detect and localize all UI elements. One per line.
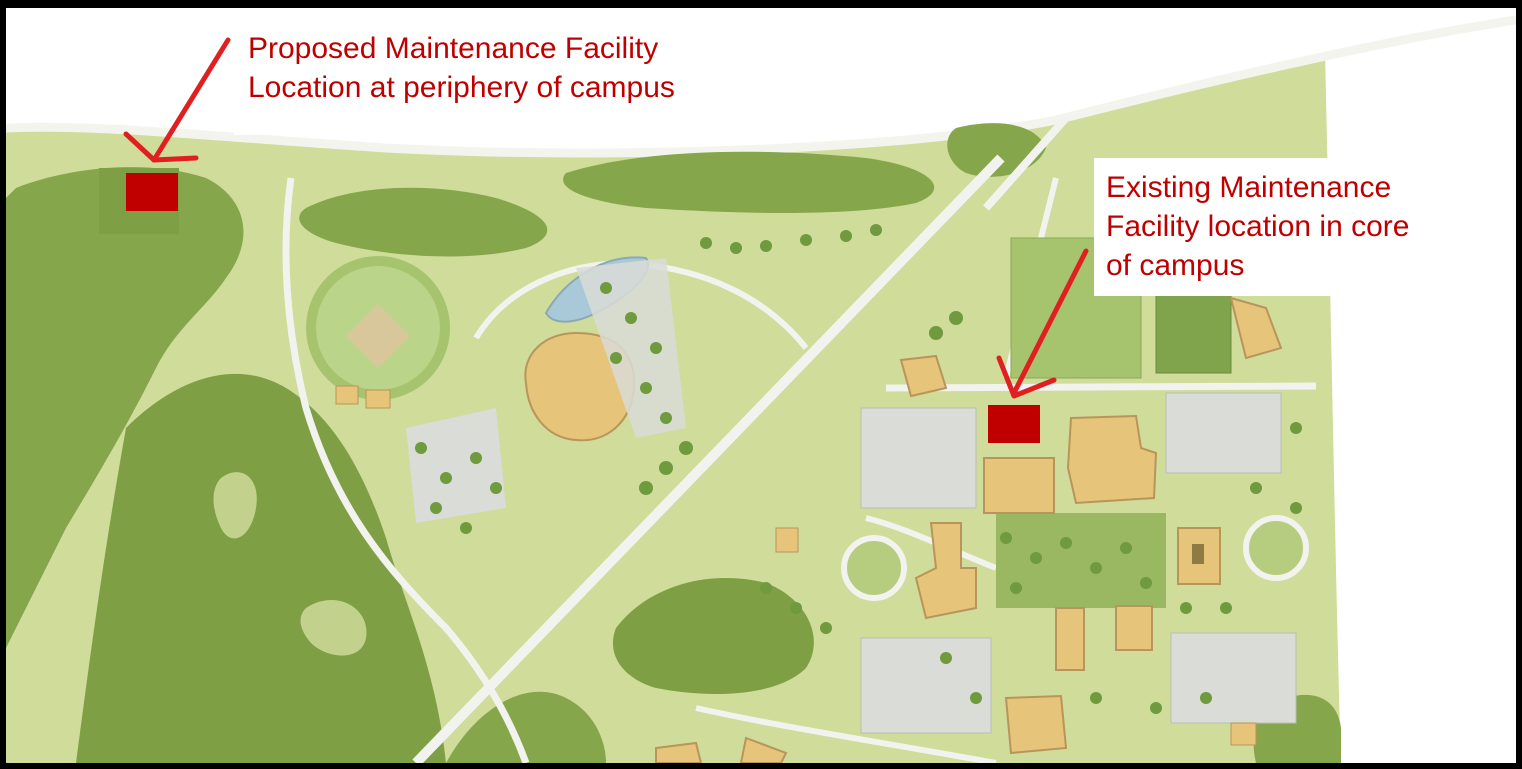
callout-proposed-facility: Proposed Maintenance Facility Location a… xyxy=(234,23,884,135)
callout-existing-line-3: of campus xyxy=(1106,249,1245,282)
roundabout-east xyxy=(1243,515,1309,581)
central-quad xyxy=(996,513,1166,608)
parking-east-2 xyxy=(1165,392,1282,474)
existing-arrow-head xyxy=(996,355,1057,399)
callout-proposed-line-2: Location at periphery of campus xyxy=(248,71,675,104)
building-south-1 xyxy=(655,741,703,763)
building-south-2 xyxy=(739,736,788,763)
proposed-arrow-head xyxy=(123,131,199,163)
woods-south xyxy=(446,691,606,763)
roundabout-west xyxy=(841,535,907,601)
building-hall-2 xyxy=(914,522,977,620)
building-hall-3 xyxy=(1055,607,1085,671)
building-fieldhouse-2 xyxy=(365,389,391,409)
ballfield-infield xyxy=(346,304,410,368)
parking-arena-west xyxy=(406,408,506,523)
off-campus-right xyxy=(1324,8,1516,763)
diagonal-road-2 xyxy=(983,115,1069,211)
athletic-field-2 xyxy=(1155,292,1232,374)
building-hall-5-court xyxy=(1192,544,1204,564)
proposed-arrow-shaft xyxy=(151,37,231,163)
east-campus-road xyxy=(885,382,1317,392)
south-road xyxy=(695,705,997,763)
east-campus-road-2 xyxy=(865,515,998,571)
building-fieldhouse-1 xyxy=(335,385,359,405)
clearing-1 xyxy=(213,472,257,539)
building-hall-1 xyxy=(983,457,1055,514)
diagonal-road xyxy=(412,154,1005,763)
woods-west xyxy=(6,167,244,648)
clearing-2 xyxy=(300,599,367,656)
perimeter-road xyxy=(6,15,1516,158)
callout-existing-line-2: Facility location in core xyxy=(1106,210,1410,243)
building-hall-8 xyxy=(1229,296,1283,360)
building-hall-4 xyxy=(1115,605,1153,651)
tree-band-north-1 xyxy=(299,187,548,257)
woods-south-center xyxy=(612,578,814,694)
callout-existing-line-1: Existing Maintenance xyxy=(1106,171,1392,204)
west-loop-road xyxy=(282,177,530,763)
existing-arrow-shaft xyxy=(1011,248,1089,396)
tree-dots xyxy=(415,224,1302,714)
building-hall-6 xyxy=(1004,694,1068,755)
building-library xyxy=(1066,414,1158,505)
proposed-facility-marker xyxy=(126,173,178,211)
building-west-small xyxy=(775,527,799,553)
woods-southwest xyxy=(76,373,446,763)
callout-proposed-line-1: Proposed Maintenance Facility xyxy=(248,32,659,65)
parking-east-3 xyxy=(860,637,992,734)
callout-existing-facility: Existing Maintenance Facility location i… xyxy=(1094,158,1512,296)
existing-facility-marker xyxy=(988,405,1040,443)
building-east-small xyxy=(1230,722,1257,746)
parking-arena-north xyxy=(576,258,686,438)
parking-east-4 xyxy=(1170,632,1297,724)
parking-east-1 xyxy=(860,407,977,509)
tree-band-north-2 xyxy=(563,151,935,213)
building-hall-7 xyxy=(899,354,948,398)
